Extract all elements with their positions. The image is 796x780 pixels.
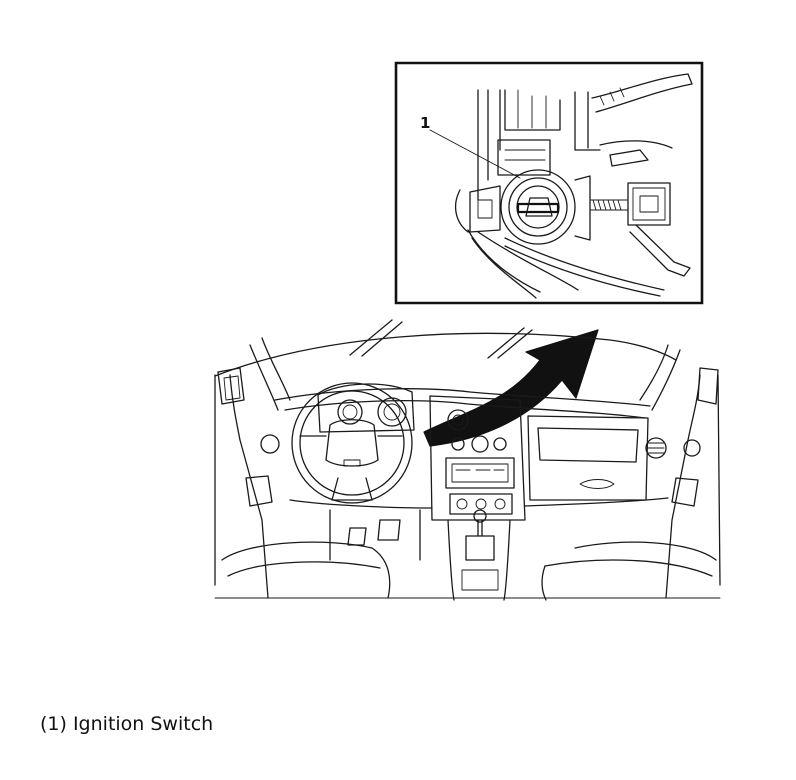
windshield <box>215 320 676 376</box>
detail-inset: 1 <box>396 63 702 303</box>
figure-caption: (1) Ignition Switch <box>40 713 214 735</box>
dashboard <box>215 338 720 600</box>
callout-leader-line <box>430 130 520 178</box>
dashboard-illustration: 1 <box>0 0 796 640</box>
callout-number-1: 1 <box>420 114 430 132</box>
